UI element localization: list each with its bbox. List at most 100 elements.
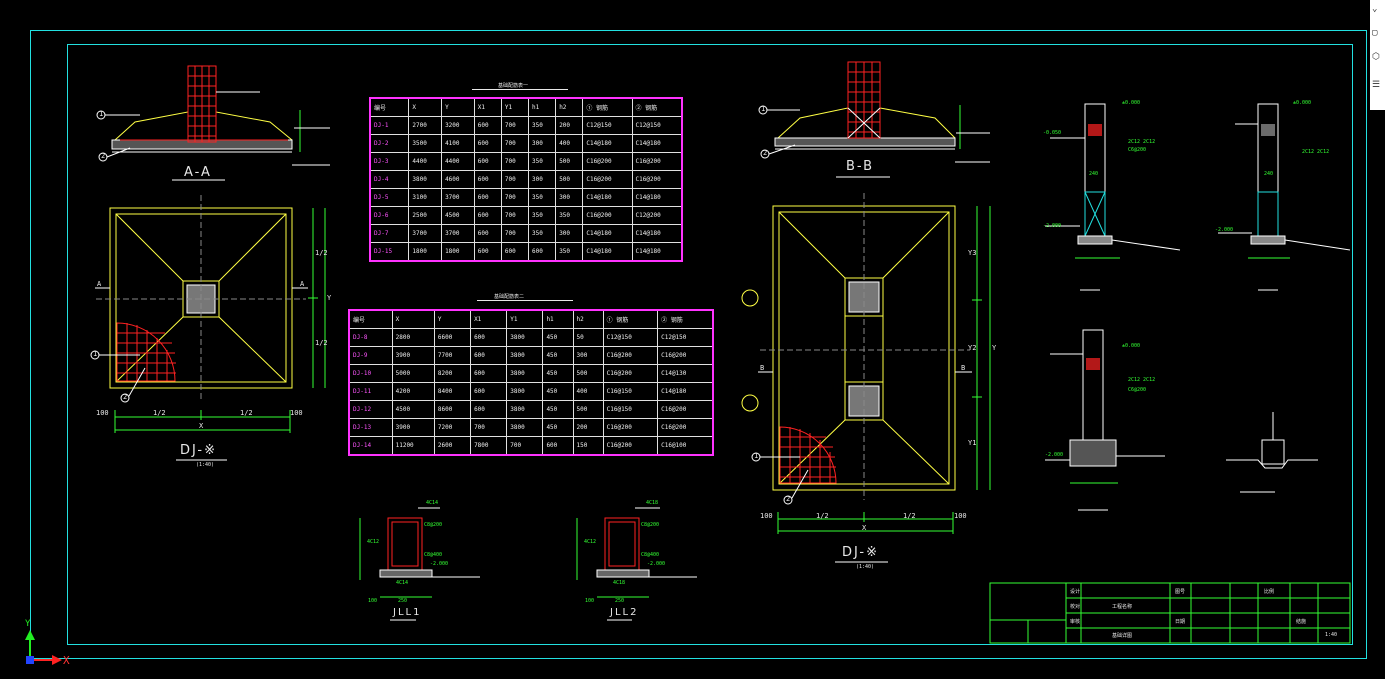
table1-cell: 3200 <box>441 116 475 135</box>
plan-left-axis-left: A <box>97 280 102 288</box>
table1-header-cell: X1 <box>473 97 502 117</box>
plan-right-dim-y1: Y1 <box>968 439 977 447</box>
table2-cell: DJ-13 <box>348 418 393 437</box>
table1-cell: 3100 <box>408 188 443 207</box>
table2-cell: 11200 <box>391 436 435 456</box>
table2-cell: 450 <box>542 364 574 383</box>
plan-left-axis-right: A <box>300 280 305 288</box>
table1-title: 基础配筋表一 <box>498 83 529 89</box>
wall2-elev-2: -2.000 <box>1215 227 1234 233</box>
table1-cell: C12@200 <box>631 206 683 225</box>
table1-cell: 3700 <box>441 188 475 207</box>
section-b-marker-2: 2 <box>763 149 768 157</box>
table2-cell: 7700 <box>433 346 472 365</box>
table2-cell: 500 <box>572 400 604 419</box>
table2-cell: 600 <box>470 328 508 347</box>
table1-cell: 350 <box>528 206 557 225</box>
toolbar-expand-icon[interactable]: ⌄ <box>1372 4 1378 14</box>
tb-drawing-name: 基础详图 <box>1112 633 1133 639</box>
table2-cell: DJ-14 <box>348 436 393 456</box>
table2-cell: 4200 <box>391 382 435 401</box>
table1-cell: DJ-6 <box>369 206 410 225</box>
beam2-top-rebar: 4C18 <box>646 500 659 506</box>
ucs-x-label: X <box>63 654 70 667</box>
table2-cell: DJ-12 <box>348 400 393 419</box>
toolbar-list-icon[interactable]: ☰ <box>1372 80 1381 90</box>
plan-right-dim-total: X <box>862 524 867 532</box>
table1-cell: 500 <box>555 152 584 171</box>
table1-header-cell: ① 钢筋 <box>582 97 633 117</box>
table2-cell: C12@150 <box>657 328 714 347</box>
plan-left-dim-half2: 1/2 <box>240 409 253 417</box>
table1-cell: 700 <box>500 188 530 207</box>
table2-cell: 8400 <box>433 382 472 401</box>
wall3-elev-0: ±0.000 <box>1122 343 1141 349</box>
table2-cell: C16@200 <box>657 400 714 419</box>
beam2-note: C8@400 <box>641 552 660 558</box>
table2-cell: 600 <box>542 436 574 456</box>
toolbar-window-icon[interactable]: ▢ <box>1372 28 1378 38</box>
table2-header-cell: Y1 <box>506 309 544 329</box>
wall3-elev-2: -2.000 <box>1045 452 1064 458</box>
plan-left-dim-total: X <box>199 422 204 430</box>
tb-date-label: 日期 <box>1175 619 1186 625</box>
beam1-elev: -2.000 <box>430 561 449 567</box>
table1-cell: C14@180 <box>582 188 633 207</box>
table1-cell: 4500 <box>441 206 475 225</box>
table1-cell: 400 <box>555 134 584 153</box>
plan-left-dim-vt: Y <box>327 294 332 302</box>
table1-header-cell: X <box>408 97 443 117</box>
table1-cell: 4100 <box>441 134 475 153</box>
table2-cell: C16@150 <box>602 382 659 401</box>
table2-title: 基础配筋表二 <box>494 294 525 300</box>
beam2-stirrup: C8@200 <box>641 522 660 528</box>
table1-cell: C16@200 <box>631 152 683 171</box>
wall1-stirrup: C6@200 <box>1128 147 1147 153</box>
table1-header-cell: 编号 <box>369 97 410 117</box>
table2-cell: 300 <box>572 346 604 365</box>
table1-cell: 700 <box>500 152 530 171</box>
table2-cell: C16@100 <box>657 436 714 456</box>
tb-checker: 校对 <box>1070 604 1081 610</box>
table1-cell: 350 <box>555 206 584 225</box>
wall-detail-2 <box>1218 103 1351 291</box>
table1-cell: 350 <box>528 152 557 171</box>
plan-left-dim-left: 100 <box>96 409 109 417</box>
table2-cell: 600 <box>470 346 508 365</box>
table1-cell: 600 <box>473 206 502 225</box>
table2-cell: C16@200 <box>602 418 659 437</box>
wall-detail-3 <box>1045 329 1165 511</box>
table1-cell: 700 <box>500 224 530 243</box>
table1-cell: 600 <box>500 242 530 262</box>
right-toolbar-fragment[interactable]: ⌄ ▢ ⬡ ☰ <box>1370 0 1385 110</box>
beam2-elev: -2.000 <box>647 561 666 567</box>
sheet-border-inner <box>67 44 1353 645</box>
table2-header-cell: ① 钢筋 <box>602 309 659 329</box>
section-a-a <box>96 65 330 181</box>
table1-cell: C16@200 <box>631 170 683 189</box>
table1-cell: 4600 <box>441 170 475 189</box>
table2-cell: 700 <box>506 436 544 456</box>
table1-cell: 600 <box>528 242 557 262</box>
table1-cell: 1800 <box>408 242 443 262</box>
plan-right-dim-y2: Y2 <box>968 344 977 352</box>
plan-right-dim-left: 100 <box>760 512 773 520</box>
table1-cell: 1800 <box>441 242 475 262</box>
section-a-a-title: A-A <box>184 165 212 180</box>
table2-cell: 400 <box>572 382 604 401</box>
beam1-offset: 100 <box>368 598 378 604</box>
table2-cell: 450 <box>542 400 574 419</box>
toolbar-cube-icon[interactable]: ⬡ <box>1372 52 1380 62</box>
tb-sheet-code: 结施 <box>1296 619 1307 625</box>
table2-cell: 3800 <box>506 364 544 383</box>
table1-cell: DJ-7 <box>369 224 410 243</box>
table1-cell: DJ-3 <box>369 152 410 171</box>
beam2-offset: 100 <box>585 598 595 604</box>
table2-cell: C16@200 <box>602 346 659 365</box>
table2-header-cell: ② 钢筋 <box>657 309 714 329</box>
